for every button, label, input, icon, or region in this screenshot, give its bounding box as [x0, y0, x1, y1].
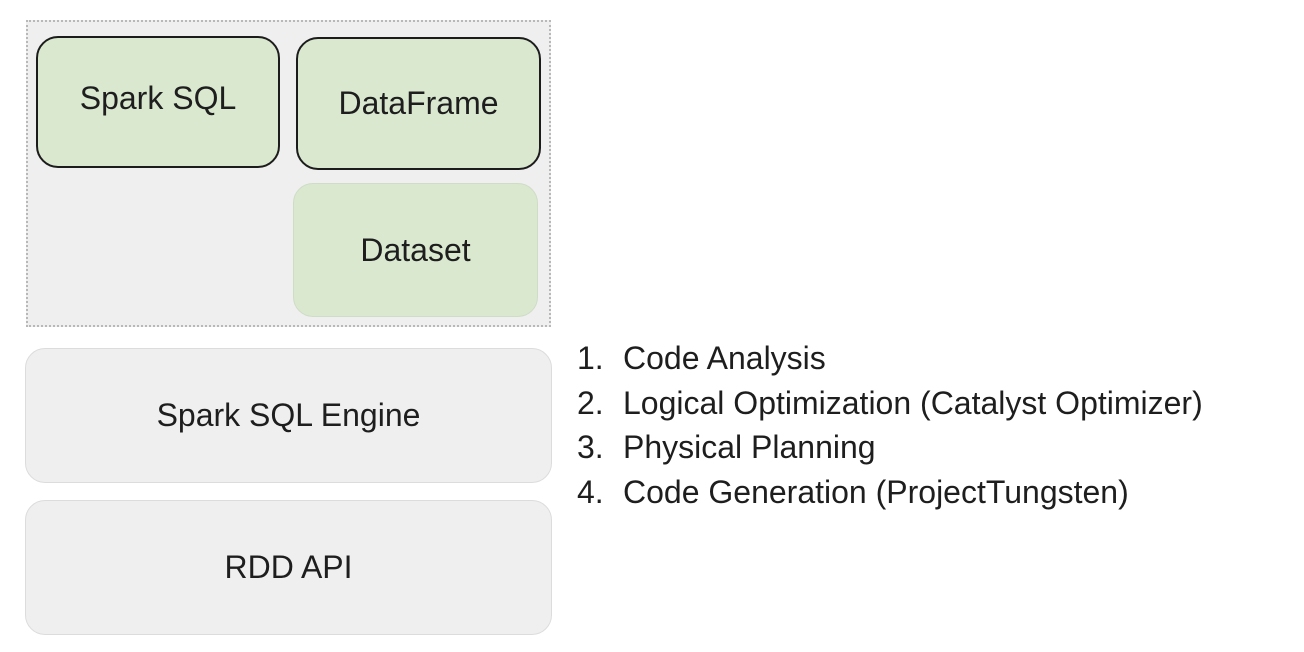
dataframe-box: DataFrame: [296, 37, 541, 170]
step-item: 4. Code Generation (ProjectTungsten): [577, 470, 1203, 515]
step-number: 3.: [577, 429, 604, 465]
rdd-api-label: RDD API: [224, 549, 353, 585]
engine-steps-list: 1. Code Analysis 2. Logical Optimization…: [577, 336, 1203, 514]
step-text: Code Analysis: [623, 340, 826, 376]
step-item: 1. Code Analysis: [577, 336, 1203, 381]
spark-sql-engine-box: Spark SQL Engine: [25, 348, 552, 483]
rdd-api-box: RDD API: [25, 500, 552, 635]
step-text: Logical Optimization (Catalyst Optimizer…: [623, 384, 1203, 421]
step-number: 2.: [577, 384, 604, 421]
step-text: Code Generation (ProjectTungsten): [623, 473, 1129, 510]
step-text: Physical Planning: [623, 429, 876, 465]
spark-sql-box: Spark SQL: [36, 36, 280, 168]
dataset-label: Dataset: [360, 231, 471, 268]
step-number: 4.: [577, 473, 604, 510]
dataset-box: Dataset: [293, 183, 538, 317]
step-item: 2. Logical Optimization (Catalyst Optimi…: [577, 381, 1203, 426]
spark-sql-label: Spark SQL: [79, 79, 237, 116]
spark-sql-engine-label: Spark SQL Engine: [156, 397, 421, 433]
step-item: 3. Physical Planning: [577, 425, 1203, 470]
dataframe-label: DataFrame: [338, 85, 499, 121]
step-number: 1.: [577, 340, 604, 376]
